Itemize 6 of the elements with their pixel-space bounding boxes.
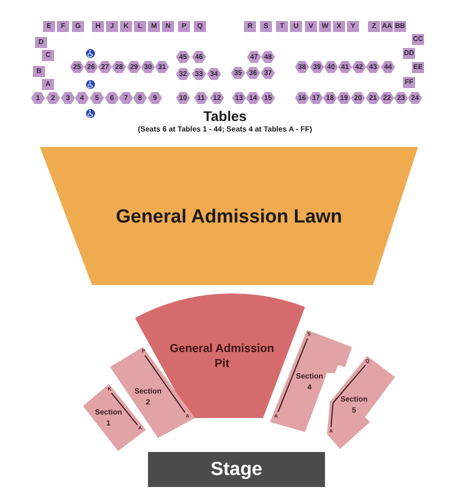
stage: Stage [148,452,325,487]
seating-section [327,356,395,449]
lawn-area [40,147,418,285]
area-heading: Tables [203,109,247,123]
area-label: General Admission Lawn [116,208,342,226]
area-label: General Admission Pit [168,342,276,372]
